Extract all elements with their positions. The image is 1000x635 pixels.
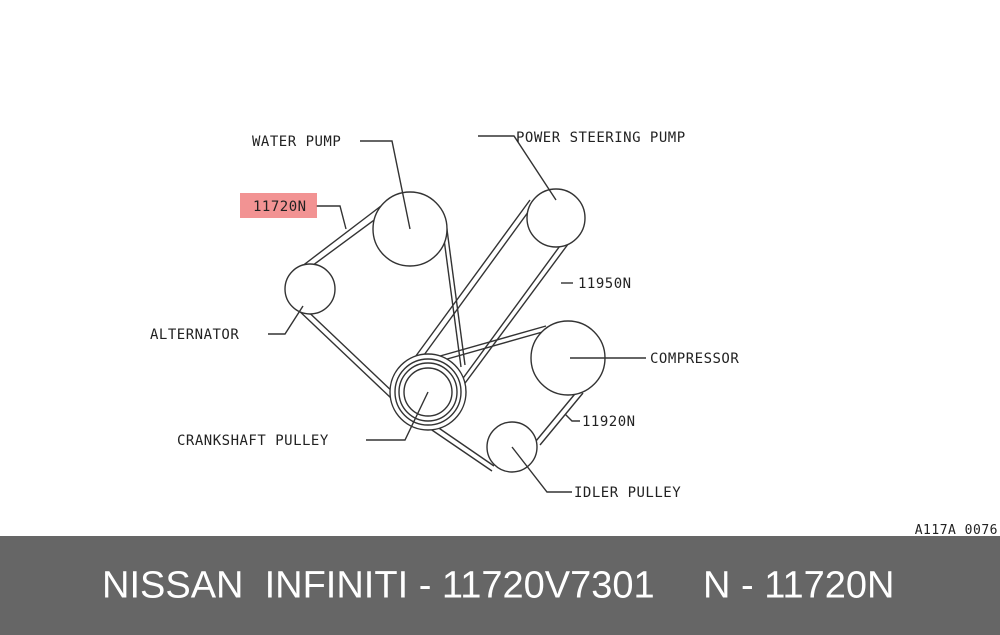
part-highlight <box>240 193 317 218</box>
leader-lines <box>268 135 646 493</box>
belt-routing-diagram: WATER PUMP POWER STEERING PUMP 11720N 11… <box>150 130 998 536</box>
label-belt-11950n: 11950N <box>578 276 632 292</box>
label-belt-11920n: 11920N <box>582 414 636 430</box>
label-part-11720n: 11720N <box>253 199 307 215</box>
belt-11720n <box>293 205 466 400</box>
label-power-steering-pump: POWER STEERING PUMP <box>516 130 686 146</box>
part-number-banner: NISSAN INFINITI - 11720V7301 N - 11720N <box>0 536 1000 635</box>
banner-part-code: N - 11720N <box>703 564 895 606</box>
label-alternator: ALTERNATOR <box>150 327 239 343</box>
label-compressor: COMPRESSOR <box>650 351 739 367</box>
alternator-pulley <box>284 263 336 315</box>
label-water-pump: WATER PUMP <box>252 134 341 150</box>
label-idler-pulley: IDLER PULLEY <box>574 485 681 501</box>
banner-brand-part-number: NISSAN INFINITI - 11720V7301 <box>102 564 655 606</box>
label-crankshaft-pulley: CRANKSHAFT PULLEY <box>177 433 329 449</box>
belt-11950n <box>409 199 581 399</box>
power-steering-pump-pulley <box>526 188 586 248</box>
figure-code: A117A 0076 <box>915 523 998 536</box>
